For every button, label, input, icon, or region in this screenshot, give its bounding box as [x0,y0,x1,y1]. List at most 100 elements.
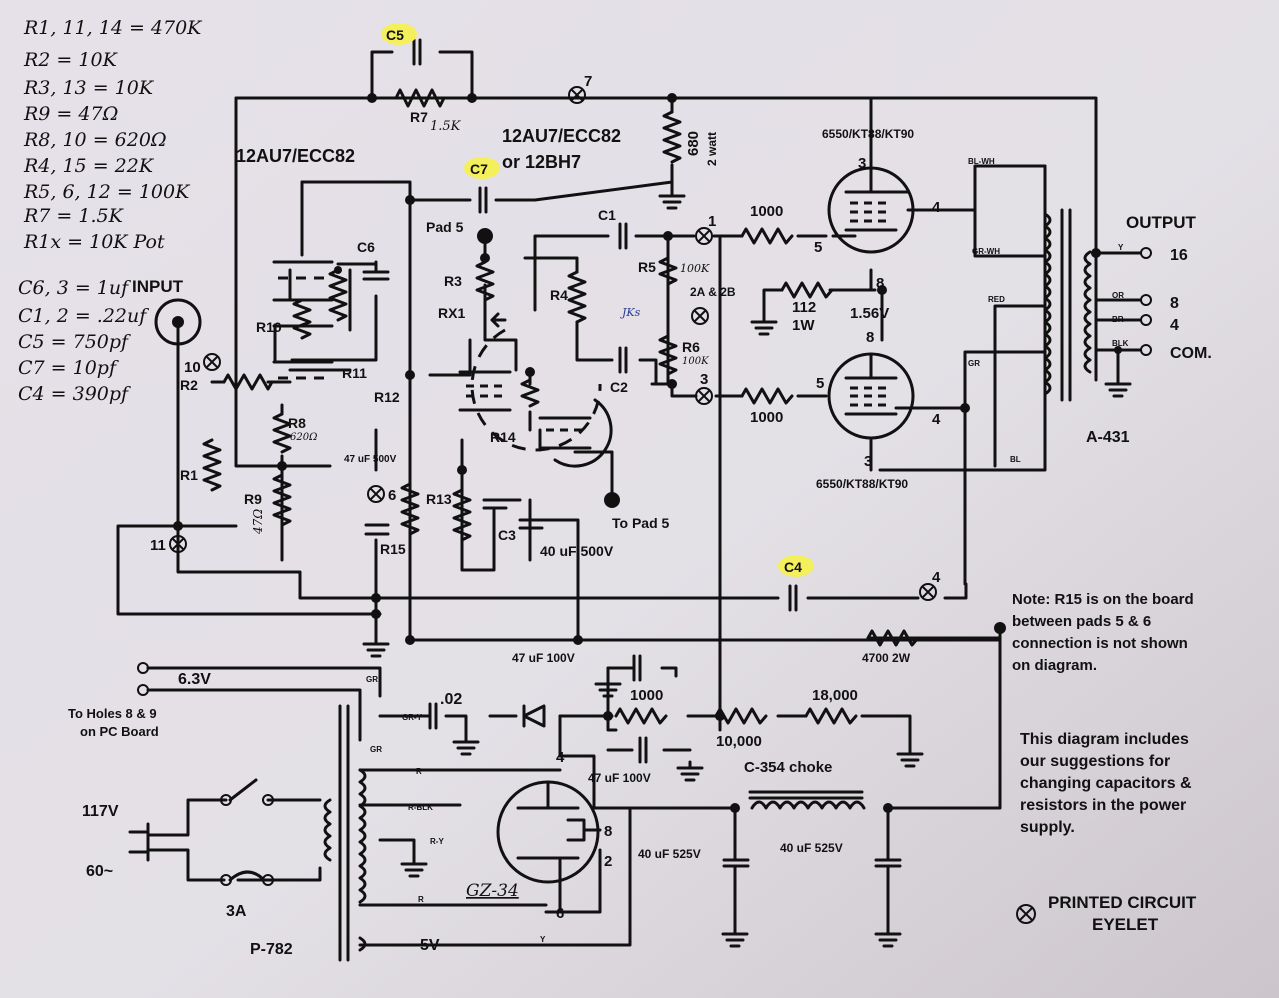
svg-text:on diagram.: on diagram. [1012,657,1097,674]
2watt-label: 2 watt [705,132,719,166]
r9-resistor [272,473,292,527]
note-line: R9 = 47Ω [23,103,118,125]
c2-capacitor [618,346,628,374]
svg-text:BLK: BLK [1112,339,1129,348]
r6-label: R6 [682,339,700,355]
r4700-label: 4700 2W [862,651,911,665]
r14-resistor [520,378,540,408]
eyelets [169,86,1036,924]
transformer-label: A-431 [1086,429,1130,446]
r1w-label: 1W [792,317,815,334]
c3-capacitor [482,498,508,510]
note-line: C6, 3 = 1uf [18,277,131,299]
c1-label: C1 [598,207,616,223]
svg-text:6: 6 [388,487,396,504]
svg-text:changing capacitors &: changing capacitors & [1020,775,1192,792]
hz60-label: 60~ [86,863,113,880]
r4-label: R4 [550,287,568,303]
tap-com: COM. [1170,345,1212,362]
r10-resistor [292,298,312,340]
eyelet-7-icon [568,86,586,104]
r112-resistor [780,281,834,299]
v156-label: 1.56V [850,305,889,322]
heater-label: 6.3V [178,671,211,688]
r14-label: R14 [490,429,516,445]
r8-note: 620Ω [290,432,317,443]
eyelet-11-icon [169,535,187,553]
r2-resistor [222,373,274,391]
tap-8: 8 [1170,295,1179,312]
svg-text:GR: GR [968,359,980,368]
rx1-wiper-arrow [490,312,507,328]
svg-text:OR: OR [1112,291,1124,300]
c4-highlight [778,555,814,577]
pin-label: 4 [932,199,941,216]
svg-text:3: 3 [700,371,708,388]
c6-capacitor [362,270,390,281]
pin-label: 8 [866,329,874,346]
r8-label: R8 [288,415,306,431]
svg-text:connection is not shown: connection is not shown [1012,635,1188,652]
eyelet-10-icon [203,353,221,371]
tube-labels: 12AU7/ECC82 12AU7/ECC82 or 12BH7 6550/KT… [236,126,914,901]
svg-text:Y: Y [1118,243,1124,252]
r4-resistor [567,270,587,324]
pin-label: 3 [864,453,872,470]
r11-resistor [328,268,348,322]
svg-text:GR-WH: GR-WH [972,247,1000,256]
note-line: C7 = 10pf [18,357,119,379]
r13-label: R13 [426,491,452,507]
svg-text:R-Y: R-Y [430,837,444,846]
r1-label: R1 [180,467,198,483]
note-line: C1, 2 = .22uf [18,305,149,327]
svg-text:7: 7 [584,73,592,90]
part-labels: C5 C7 C4 C6 C1 C2 C3 R1 R2 R3 R4 R5 R6 R… [180,27,802,575]
r13-resistor [452,488,472,542]
c1-capacitor [618,222,628,250]
driver-tube-middle [458,328,613,468]
pad5-label: Pad 5 [426,219,464,235]
pin-label: 3 [858,155,866,172]
r2-label: R2 [180,377,198,393]
c2-label: C2 [610,379,628,395]
power-transformer [323,704,367,962]
c4-capacitor [788,584,798,612]
c40-525b-label: 40 uF 525V [780,841,843,855]
svg-text:R: R [418,895,424,904]
handwritten-notes: R1, 11, 14 = 470K R2 = 10K R3, 13 = 10K … [18,17,203,405]
svg-text:BL-WH: BL-WH [968,157,995,166]
power-switch [128,778,274,886]
pin-label: 5 [816,375,824,392]
eyelet-4-icon [919,583,937,601]
svg-text:R: R [416,767,422,776]
c40-500-capacitor [518,518,544,530]
power-transformer-label: P-782 [250,941,293,958]
c40-500-label: 40 uF 500V [540,543,614,559]
wire-color-labels: BL-WH GR-WH RED GR BL Y OR BR BLK GR GR … [366,157,1129,944]
c47-100-top-capacitor [632,654,642,682]
svg-text:BL: BL [1010,455,1021,464]
c7-label: C7 [470,161,488,177]
r3-label: R3 [444,273,462,289]
tap-16: 16 [1170,247,1188,264]
note-line: C5 = 750pf [18,331,131,353]
680-label: 680 [685,131,702,156]
c47-100b-label: 47 uF 100V [588,771,651,785]
eyelet-numbers: 7 1 3 4 6 10 11 [150,73,941,586]
pin-label: 2 [604,853,612,870]
c02-capacitor [428,702,438,730]
r5-note: 100K [680,262,710,275]
grounds [362,188,1132,948]
svg-text:1: 1 [708,213,716,230]
svg-text:RED: RED [988,295,1005,304]
r3-resistor [475,260,495,302]
r680-resistor [662,110,682,164]
c47-500-label: 47 uF 500V [344,454,397,465]
c47-500-capacitor [364,523,390,536]
svg-text:Y: Y [540,935,546,944]
r9-note: 47Ω [251,509,265,535]
r7-note: 1.5K [430,119,462,134]
legend-eyelet-icon [1016,904,1036,924]
svg-text:This diagram includes: This diagram includes [1020,731,1189,748]
